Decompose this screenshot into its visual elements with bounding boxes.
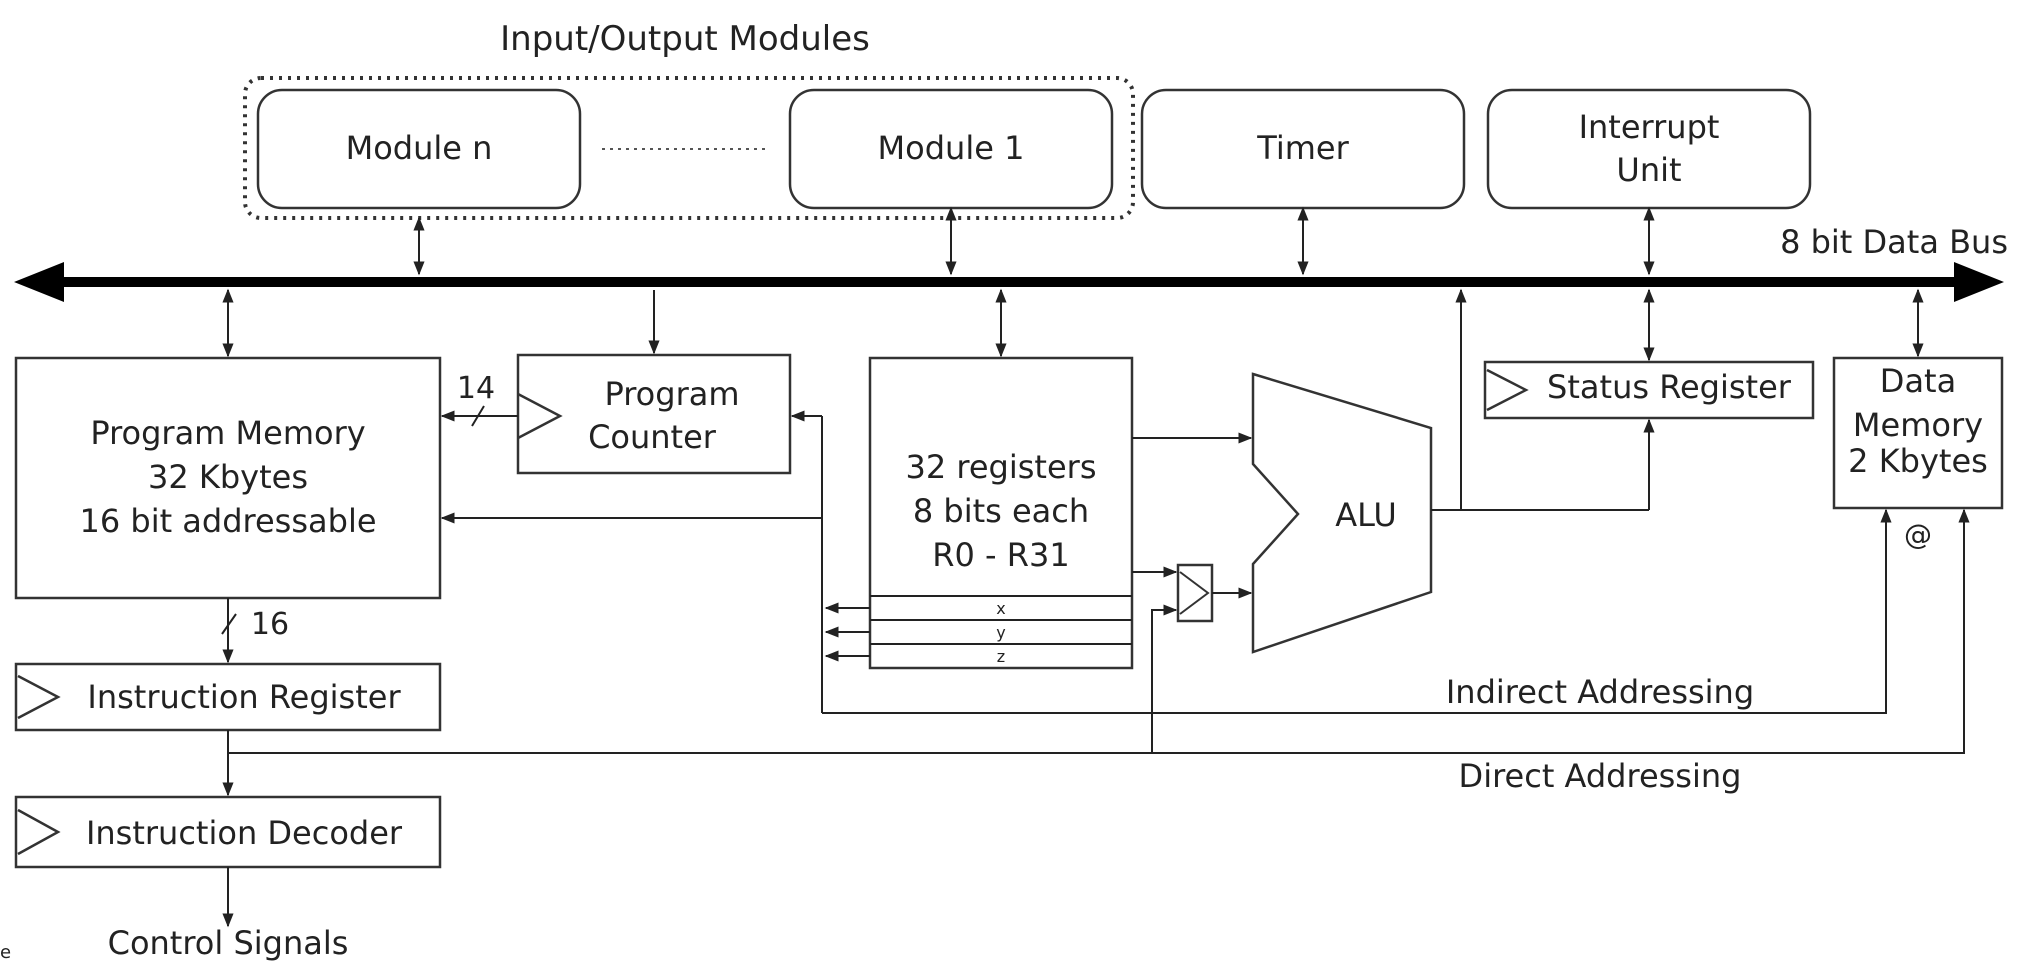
- control-signals-label: Control Signals: [108, 924, 349, 962]
- program-memory-label-3: 16 bit addressable: [79, 502, 376, 540]
- interrupt-unit-label-2: Unit: [1616, 151, 1681, 189]
- instruction-register-clock-icon: [17, 674, 61, 720]
- io-modules-title: Input/Output Modules: [500, 19, 870, 59]
- data-memory-address-label: @: [1904, 518, 1932, 551]
- io-modules-group: [243, 76, 1135, 220]
- immediate-to-mux: [1151, 604, 1178, 753]
- direct-addressing-label: Direct Addressing: [1459, 757, 1742, 795]
- timer-label: Timer: [1256, 129, 1349, 167]
- pc-width-label: 14: [457, 371, 495, 406]
- edge-glyph: e: [0, 942, 11, 963]
- data-bus-label: 8 bit Data Bus: [1780, 223, 2008, 261]
- register-file-label-3: R0 - R31: [932, 536, 1069, 574]
- instruction-decoder-clock-icon: [17, 808, 61, 856]
- instruction-decoder-box: [14, 795, 442, 869]
- data-memory-label-1: Data: [1880, 362, 1956, 400]
- program-counter-clock-icon: [517, 392, 563, 440]
- module-1-label: Module 1: [878, 129, 1025, 167]
- data-bus-right-arrowhead: [1954, 262, 2004, 302]
- program-memory-label-1: Program Memory: [90, 414, 365, 452]
- data-memory-label-2: Memory: [1853, 406, 1983, 444]
- instruction-decoder-label: Instruction Decoder: [86, 814, 403, 852]
- ir-width-label: 16: [251, 607, 289, 642]
- pc-width-tick: [471, 405, 485, 427]
- data-bus-left-arrowhead: [14, 262, 64, 302]
- operand-mux-icon: [1179, 571, 1210, 615]
- program-counter-box: [516, 353, 792, 475]
- module-n-label: Module n: [346, 129, 493, 167]
- data-memory-label-3: 2 Kbytes: [1848, 442, 1988, 480]
- instruction-register-label: Instruction Register: [87, 678, 401, 716]
- instruction-register-box: [14, 662, 442, 732]
- interrupt-unit-label-1: Interrupt: [1579, 108, 1720, 146]
- indirect-addressing-label: Indirect Addressing: [1446, 673, 1754, 711]
- status-register-clock-icon: [1486, 368, 1529, 412]
- register-x-label: x: [996, 599, 1005, 618]
- register-y-label: y: [996, 623, 1005, 642]
- data-memory-box: [1832, 356, 2004, 510]
- status-register-label: Status Register: [1547, 368, 1792, 406]
- indirect-addressing-line: [822, 508, 1892, 714]
- program-counter-label-1: Program: [604, 375, 739, 413]
- status-register-box: [1483, 360, 1815, 420]
- program-memory-label-2: 32 Kbytes: [148, 458, 308, 496]
- ir-width-tick: [221, 613, 237, 635]
- register-file-label-1: 32 registers: [906, 448, 1097, 486]
- program-counter-label-2: Counter: [588, 418, 717, 456]
- register-file-label-2: 8 bits each: [913, 492, 1089, 530]
- alu-shape: [1251, 372, 1433, 654]
- direct-addressing-line: [227, 508, 1970, 754]
- register-file-box: [868, 356, 1134, 670]
- register-z-label: z: [997, 647, 1005, 666]
- module-n-box: [256, 88, 582, 210]
- alu-label: ALU: [1335, 496, 1397, 534]
